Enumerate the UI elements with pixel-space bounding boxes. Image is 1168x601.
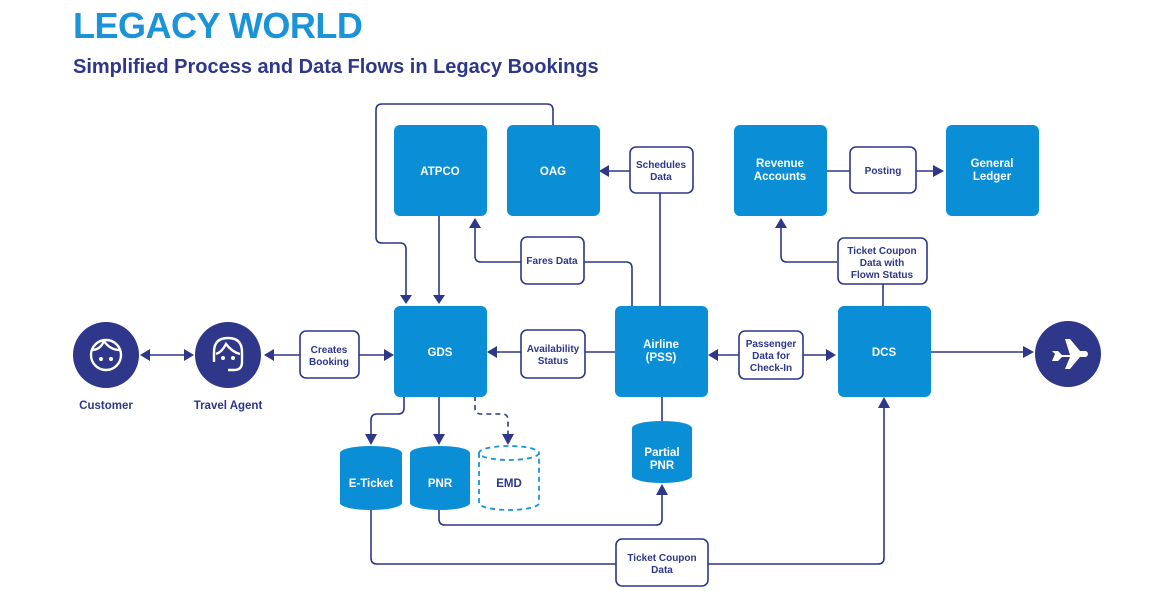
node-label: Airline <box>643 339 679 351</box>
database-emd[interactable]: EMD <box>478 445 540 511</box>
svg-text:Check-In: Check-In <box>750 363 792 374</box>
svg-text:Passenger: Passenger <box>746 339 797 350</box>
arrowhead <box>384 349 394 361</box>
arrowhead <box>264 349 274 361</box>
svg-text:Data: Data <box>651 565 673 576</box>
arrowhead <box>365 434 377 445</box>
svg-text:Flown Status: Flown Status <box>851 270 914 281</box>
database-label: EMD <box>496 478 522 490</box>
arrowhead <box>433 295 445 304</box>
actor-travel-agent[interactable]: Travel Agent <box>194 322 263 412</box>
headset-agent-icon <box>212 336 244 372</box>
arrowhead <box>487 346 497 358</box>
arrowhead <box>469 218 481 228</box>
node-label: OAG <box>540 166 566 178</box>
flow-label-ticket-coupon-data: Ticket Coupon Data <box>615 538 709 587</box>
svg-text:Status: Status <box>538 356 569 367</box>
flow-label-posting: Posting <box>849 146 917 194</box>
database-label: Partial <box>644 447 679 459</box>
arrowhead <box>933 165 944 177</box>
flow-label-availability-status: Availability Status <box>520 329 586 379</box>
arrowhead <box>599 165 609 177</box>
flow-label-fares-data: Fares Data <box>520 236 585 285</box>
svg-text:Schedules: Schedules <box>636 160 686 171</box>
node-gds[interactable]: GDS <box>394 306 487 397</box>
node-general-ledger[interactable]: General Ledger <box>946 125 1039 216</box>
node-label: Accounts <box>754 171 806 183</box>
connector-gds-to-emd <box>474 396 509 436</box>
arrowhead <box>433 434 445 445</box>
connector-eticket-to-dcs <box>370 408 885 565</box>
node-label: GDS <box>428 347 453 359</box>
airplane-icon <box>1052 339 1088 369</box>
arrowhead <box>184 349 194 361</box>
svg-text:Booking: Booking <box>309 357 349 368</box>
flow-label-passenger-data: Passenger Data for Check-In <box>738 330 804 380</box>
arrowhead <box>656 484 668 495</box>
person-face-icon <box>89 338 123 372</box>
database-label: E-Ticket <box>349 478 394 490</box>
svg-text:Fares Data: Fares Data <box>526 256 578 267</box>
svg-text:Posting: Posting <box>865 166 902 177</box>
page-title: LEGACY WORLD <box>73 5 363 46</box>
svg-text:Creates: Creates <box>311 345 348 356</box>
node-label: General <box>971 158 1014 170</box>
node-label: Revenue <box>756 158 804 170</box>
node-label: Ledger <box>973 171 1012 183</box>
arrowhead <box>502 434 514 445</box>
svg-text:Availability: Availability <box>527 344 580 355</box>
connector-pss-schedules-oag <box>608 170 661 306</box>
database-eticket[interactable]: E-Ticket <box>340 446 402 510</box>
svg-text:Data for: Data for <box>752 351 790 362</box>
node-oag[interactable]: OAG <box>507 125 600 216</box>
database-pnr[interactable]: PNR <box>410 446 470 510</box>
arrowhead <box>140 349 150 361</box>
arrowhead <box>708 349 718 361</box>
arrowhead <box>1023 346 1034 358</box>
node-dcs[interactable]: DCS <box>838 306 931 397</box>
connector-pnr-to-partial-pnr <box>438 494 663 526</box>
database-label: PNR <box>650 460 675 472</box>
arrowheads <box>140 165 1034 495</box>
svg-text:Data with: Data with <box>860 258 904 269</box>
actor-label: Customer <box>79 400 133 412</box>
arrowhead <box>775 218 787 228</box>
node-airline-pss[interactable]: Airline (PSS) <box>615 306 708 397</box>
arrowhead <box>878 397 890 408</box>
node-label: (PSS) <box>646 352 677 364</box>
node-revenue-accounts[interactable]: Revenue Accounts <box>734 125 827 216</box>
connector-oag-to-gds <box>375 103 554 296</box>
page-subtitle: Simplified Process and Data Flows in Leg… <box>73 56 599 78</box>
actor-label: Travel Agent <box>194 400 263 412</box>
svg-text:Ticket Coupon: Ticket Coupon <box>627 553 696 564</box>
svg-text:Ticket Coupon: Ticket Coupon <box>847 246 916 257</box>
flow-label-creates-booking: Creates Booking <box>299 330 360 379</box>
database-partial-pnr[interactable]: Partial PNR <box>632 421 692 483</box>
flow-label-schedules-data: Schedules Data <box>629 146 694 194</box>
node-label: ATPCO <box>420 166 459 178</box>
connector-gds-to-eticket <box>370 396 405 436</box>
arrowhead <box>400 295 412 304</box>
node-label: DCS <box>872 347 897 359</box>
svg-text:Data: Data <box>650 172 672 183</box>
flow-label-ticket-coupon-flown: Ticket Coupon Data with Flown Status <box>837 237 928 285</box>
node-atpco[interactable]: ATPCO <box>394 125 487 216</box>
connector-pss-fares-atpco <box>474 228 633 306</box>
connectors <box>150 103 1024 565</box>
actor-customer[interactable]: Customer <box>73 322 139 412</box>
arrowhead <box>826 349 836 361</box>
database-label: PNR <box>428 478 453 490</box>
connector-dcs-to-revenue <box>780 228 884 306</box>
actor-flight[interactable] <box>1035 321 1101 387</box>
